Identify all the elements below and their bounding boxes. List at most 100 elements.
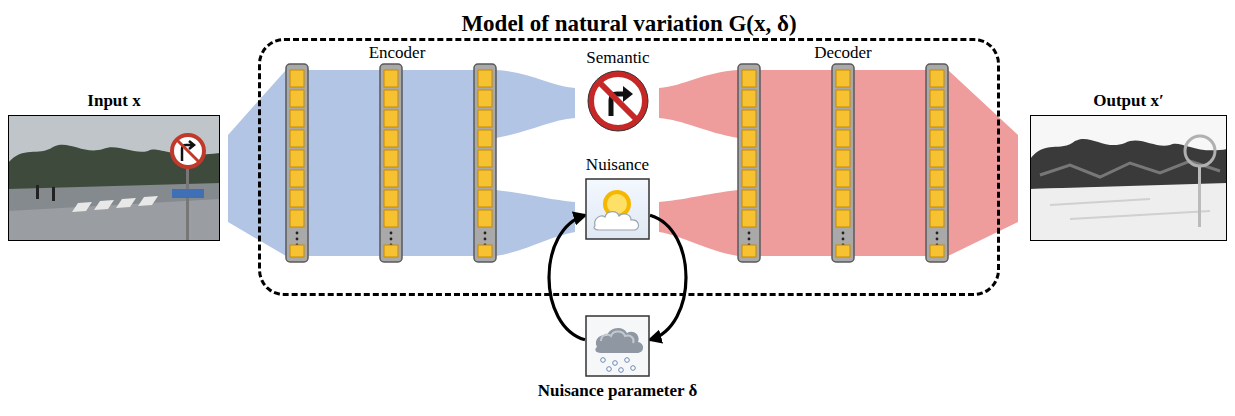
image-label: Input x (87, 91, 140, 111)
ellipsis-dot (390, 232, 393, 235)
layer-bars (286, 64, 948, 262)
icon-part (588, 71, 648, 131)
neuron-cell (930, 150, 944, 167)
layer-bar (286, 64, 308, 262)
neuron-cell (836, 90, 850, 107)
ellipsis-dot (748, 238, 751, 241)
input-image-box: Input x (8, 115, 220, 241)
input-image (8, 115, 220, 241)
component-label: Nuisance (586, 155, 649, 175)
ellipsis-dot (296, 232, 299, 235)
neuron-cell (742, 90, 756, 107)
icon-part (591, 74, 645, 128)
neuron-cell (384, 110, 398, 127)
neuron-cell (384, 245, 398, 257)
ellipsis-dot (390, 238, 393, 241)
image-label: Output x′ (1093, 91, 1163, 111)
ellipsis-dot (842, 238, 845, 241)
neuron-cell (290, 70, 304, 87)
neuron-cell (742, 245, 756, 257)
ellipsis-dot (296, 238, 299, 241)
neuron-cell (384, 190, 398, 207)
bar-body (286, 64, 308, 262)
ellipsis-dot (748, 232, 751, 235)
icon-part (9, 116, 220, 241)
neuron-cell (290, 170, 304, 187)
neuron-cell (930, 245, 944, 257)
layer-bar (926, 64, 948, 262)
icon-part (172, 189, 204, 198)
semantic-sign-icon (587, 70, 649, 132)
icon-part (186, 167, 189, 241)
icon-part (72, 196, 158, 212)
diagram-title: Model of natural variation G(x, δ) (461, 10, 796, 38)
icon-part (1031, 116, 1227, 241)
neuron-cell (836, 190, 850, 207)
neuron-cell (836, 170, 850, 187)
icon-part (8, 115, 220, 241)
neuron-cell (478, 150, 492, 167)
decoder-label: Decoder (814, 43, 872, 63)
icon-part (172, 135, 204, 167)
cycle-arrow (549, 215, 585, 340)
neuron-cell (742, 210, 756, 227)
neuron-cell (478, 210, 492, 227)
model-dashed-box: Model of natural variation G(x, δ)Semant… (258, 38, 1000, 296)
neuron-cell (836, 210, 850, 227)
ellipsis-dot (484, 238, 487, 241)
neuron-cell (290, 245, 304, 257)
icon-part (1185, 136, 1215, 166)
layer-bar (738, 64, 760, 262)
neuron-cell (478, 110, 492, 127)
neuron-cell (742, 110, 756, 127)
icon-part (631, 366, 636, 371)
encoder-label: Encoder (369, 43, 426, 63)
icon-part (607, 367, 612, 372)
neuron-cell (742, 190, 756, 207)
neuron-cell (930, 170, 944, 187)
layer-bar (832, 64, 854, 262)
icon-part (1198, 167, 1201, 227)
icon-part (601, 358, 606, 363)
neuron-cell (384, 170, 398, 187)
nuisance-icon-box: Nuisance (585, 178, 650, 240)
icon-part (586, 316, 649, 376)
neuron-cell (384, 150, 398, 167)
neuron-cell (290, 130, 304, 147)
neuron-cell (930, 90, 944, 107)
ellipsis-dot (484, 232, 487, 235)
parameter-weather-icon (585, 315, 650, 377)
neuron-cell (478, 130, 492, 147)
neuron-cell (742, 130, 756, 147)
neuron-cell (478, 90, 492, 107)
neuron-cell (930, 110, 944, 127)
neuron-cell (478, 190, 492, 207)
icon-part (586, 179, 649, 239)
cycle-arrow (650, 215, 686, 340)
neuron-cell (930, 210, 944, 227)
ellipsis-dot (936, 238, 939, 241)
component-label: Semantic (586, 48, 649, 68)
neuron-cell (384, 130, 398, 147)
icon-part (177, 140, 199, 162)
neuron-cell (742, 170, 756, 187)
neuron-cell (384, 90, 398, 107)
nuisance-parameter-box: Nuisance parameter δ (585, 315, 650, 377)
icon-part (613, 361, 618, 366)
neuron-cell (836, 150, 850, 167)
nuisance-weather-icon (585, 178, 650, 240)
icon-part (595, 328, 643, 353)
icon-part (601, 332, 634, 344)
layer-bar (380, 64, 402, 262)
neuron-cell (930, 130, 944, 147)
ellipsis-dot (936, 232, 939, 235)
neuron-cell (742, 150, 756, 167)
bar-body (926, 64, 948, 262)
bar-body (474, 64, 496, 262)
icon-part (36, 185, 39, 199)
neuron-cell (742, 70, 756, 87)
neuron-cell (836, 130, 850, 147)
neuron-cell (478, 70, 492, 87)
